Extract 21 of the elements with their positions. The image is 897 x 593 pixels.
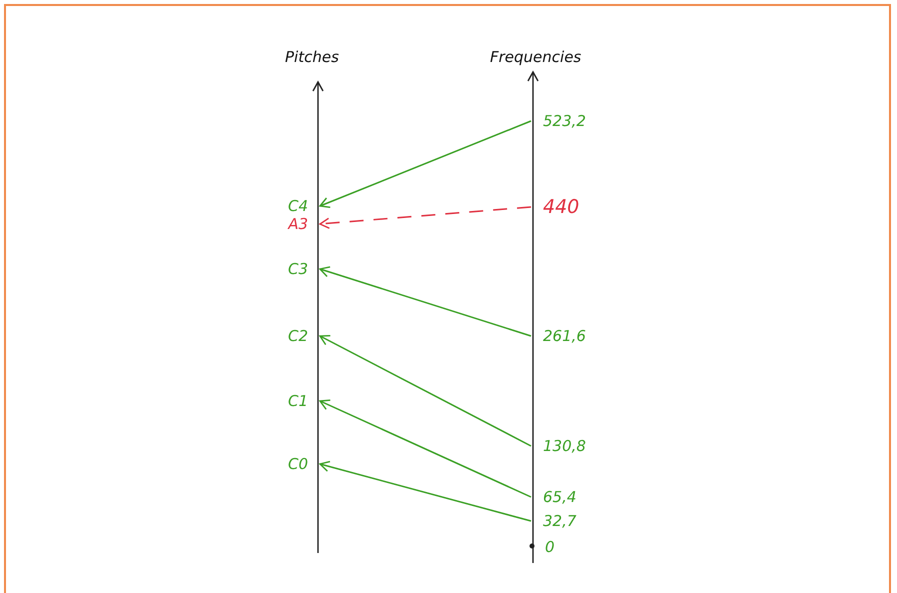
value-label: C1 [270, 391, 320, 411]
value-label: C3 [270, 259, 320, 279]
value-label: C0 [270, 454, 320, 474]
arrow [319, 120, 532, 208]
arrow [319, 206, 532, 229]
value-label: 130,8 [531, 436, 586, 456]
value-label: 523,2 [531, 111, 586, 131]
arrow [319, 460, 532, 522]
value-label: C2 [270, 326, 320, 346]
value-label: A3 [270, 214, 320, 234]
value-label: C4 [270, 196, 320, 216]
value-label: 32,7 [531, 511, 576, 531]
axis-title: Frequencies [490, 48, 582, 66]
value-label: 65,4 [531, 487, 576, 507]
value-label: 261,6 [531, 326, 586, 346]
axis-value: 0 [545, 538, 555, 556]
arrow [319, 266, 532, 337]
arrow [319, 399, 532, 498]
arrow [319, 335, 532, 447]
value-label: 440 [531, 197, 580, 217]
axis-title: Pitches [285, 48, 339, 66]
